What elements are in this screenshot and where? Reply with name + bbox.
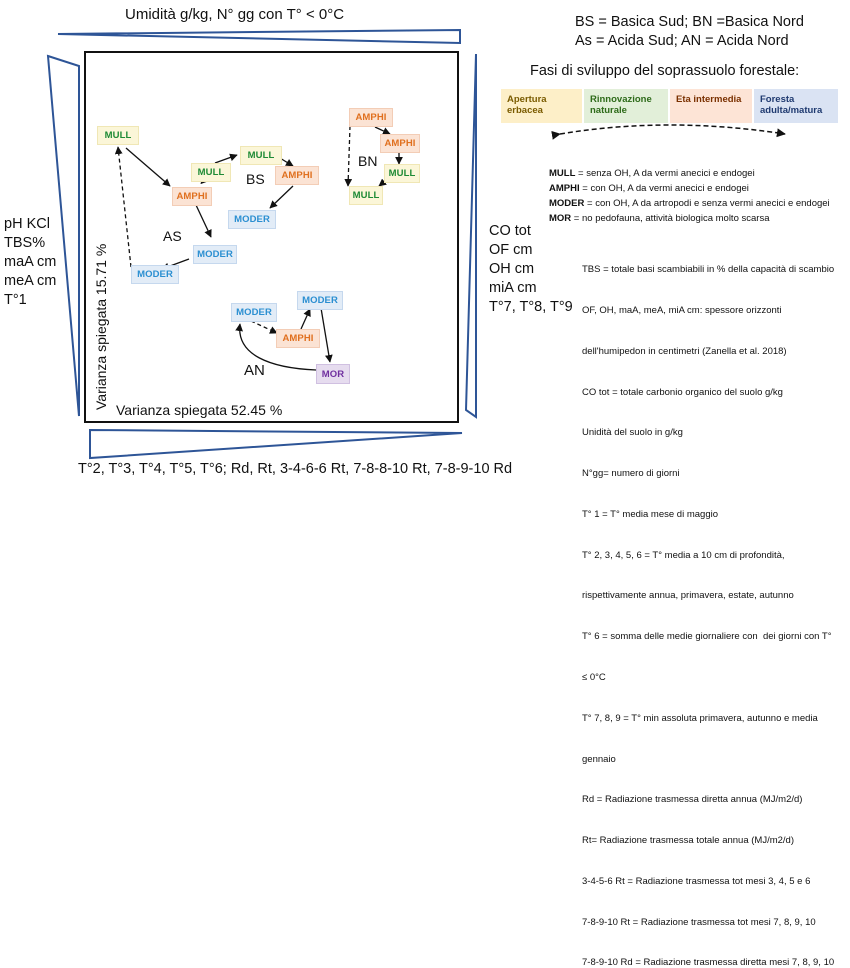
bottom-wedge: [89, 428, 463, 460]
site-legend-line: BS = Basica Sud; BN =Basica Nord: [575, 14, 804, 30]
arrow-bn-return: [344, 125, 353, 187]
group-label-bn: BN: [358, 153, 378, 169]
site-legend: BS = Basica Sud; BN =Basica Nord As = Ac…: [575, 13, 804, 51]
left-var: TBS%: [4, 235, 46, 251]
note-line: dell'humipedon in centimetri (Zanella et…: [582, 345, 787, 357]
note-line: T° 1 = T° media mese di maggio: [582, 508, 718, 520]
note-line: T° 6 = somma delle medie giornaliere con…: [582, 631, 832, 643]
group-label-bs: BS: [246, 171, 265, 187]
phases-double-arrow: [551, 124, 786, 140]
arrow-an-amphi-moder: [300, 308, 311, 330]
right-var: OH cm: [489, 261, 535, 277]
right-var: CO tot: [489, 223, 531, 239]
note-line: Rt= Radiazione trasmessa totale annua (M…: [582, 835, 795, 847]
group-label-as: AS: [163, 228, 182, 244]
arrow-bs-amphi-moder: [269, 185, 294, 209]
arrow-bn-mull-mull: [378, 178, 387, 187]
note-line: OF, OH, maA, meA, miA cm: spessore orizz…: [582, 304, 782, 316]
humus-key-item: MODER = con OH, A da artropodi e senza v…: [549, 198, 830, 209]
humus-key-item: AMPHI = con OH, A da vermi anecici e end…: [549, 183, 749, 194]
note-line: Unidità del suolo in g/kg: [582, 427, 683, 439]
note-line: T° 2, 3, 4, 5, 6 = T° media a 10 cm di p…: [582, 549, 785, 561]
right-variables: CO tot OF cm OH cm miA cm T°7, T°8, T°9: [489, 222, 573, 317]
top-axis-label: Umidità g/kg, N° gg con T° < 0°C: [125, 6, 345, 23]
bottom-axis-label: T°2, T°3, T°4, T°5, T°6; Rd, Rt, 3-4-6-6…: [78, 461, 513, 477]
node-bn-mull-end: MULL: [349, 186, 383, 205]
note-line: 7-8-9-10 Rd = Radiazione trasmessa diret…: [582, 957, 835, 968]
node-bs-mull: MULL: [191, 163, 231, 182]
phases-title: Fasi di sviluppo del soprassuolo foresta…: [530, 63, 800, 79]
node-bs-amphi: AMPHI: [275, 166, 319, 185]
note-line: T° 7, 8, 9 = T° min assoluta primavera, …: [582, 712, 818, 724]
note-line: gennaio: [582, 753, 616, 765]
right-var: OF cm: [489, 242, 533, 258]
node-bn-amphi: AMPHI: [380, 134, 420, 153]
arrow-an-moder-amphi: [250, 320, 278, 334]
phase-apertura: Apertura erbacea: [501, 89, 582, 123]
node-as-moder-end: MODER: [131, 265, 179, 284]
arrow-bn-amphi-amphi: [374, 126, 391, 135]
arrow-bs-mull-mull: [214, 153, 238, 164]
top-wedge: [57, 28, 461, 45]
arrow-an-mor-return: [235, 323, 317, 371]
node-bn-mull: MULL: [384, 164, 420, 183]
note-line: N°gg= numero di giorni: [582, 468, 680, 480]
note-line: ≤ 0°C: [582, 672, 606, 683]
arrow-as-return: [114, 146, 132, 268]
note-line: TBS = totale basi scambiabili in % della…: [582, 264, 835, 276]
right-var: miA cm: [489, 280, 537, 296]
node-as-amphi: AMPHI: [172, 187, 212, 206]
humus-key-item: MULL = senza OH, A da vermi anecici e en…: [549, 168, 755, 179]
phase-rinnovazione: Rinnovazione naturale: [584, 89, 668, 123]
phase-foresta: Foresta adulta/matura: [754, 89, 838, 123]
node-bn-amphi-top: AMPHI: [349, 108, 393, 127]
humus-key-item: MOR = no pedofauna, attività biologica m…: [549, 213, 770, 224]
node-bs-moder: MODER: [228, 210, 276, 229]
abbreviation-notes: TBS = totale basi scambiabili in % della…: [582, 236, 834, 968]
site-legend-line: As = Acida Sud; AN = Acida Nord: [575, 33, 789, 49]
node-an-amphi: AMPHI: [276, 329, 320, 348]
left-wedge: [46, 54, 80, 417]
arrow-as-mull-amphi: [125, 147, 171, 187]
node-bs-mull-top: MULL: [240, 146, 282, 165]
node-an-moder-top: MODER: [297, 291, 343, 310]
left-var: maA cm: [4, 254, 57, 270]
right-wedge: [464, 53, 477, 419]
note-line: 3-4-5-6 Rt = Radiazione trasmessa tot me…: [582, 875, 811, 887]
humus-key: MULL = senza OH, A da vermi anecici e en…: [549, 166, 830, 226]
note-line: Rd = Radiazione trasmessa diretta annua …: [582, 794, 803, 806]
arrow-as-amphi-moder: [195, 204, 212, 238]
left-var: T°1: [4, 292, 27, 308]
group-label-an: AN: [244, 362, 265, 379]
left-var: pH KCl: [4, 216, 50, 232]
node-as-mull: MULL: [97, 126, 139, 145]
note-line: 7-8-9-10 Rt = Radiazione trasmessa tot m…: [582, 916, 816, 928]
left-variables: pH KCl TBS% maA cm meA cm T°1: [4, 215, 56, 310]
arrow-an-moder-mor: [320, 307, 333, 363]
left-var: meA cm: [4, 273, 57, 289]
x-variance-label: Varianza spiegata 52.45 %: [116, 402, 283, 418]
node-an-mor: MOR: [316, 364, 350, 384]
note-line: rispettivamente annua, primavera, estate…: [582, 590, 794, 602]
phase-eta-intermedia: Eta intermedia: [670, 89, 752, 123]
axis-wedges: [46, 28, 477, 460]
node-an-moder: MODER: [231, 303, 277, 322]
note-line: CO tot = totale carbonio organico del su…: [582, 386, 783, 398]
right-var: T°7, T°8, T°9: [489, 299, 573, 315]
node-as-moder: MODER: [193, 245, 237, 264]
plot-frame: [84, 51, 459, 423]
